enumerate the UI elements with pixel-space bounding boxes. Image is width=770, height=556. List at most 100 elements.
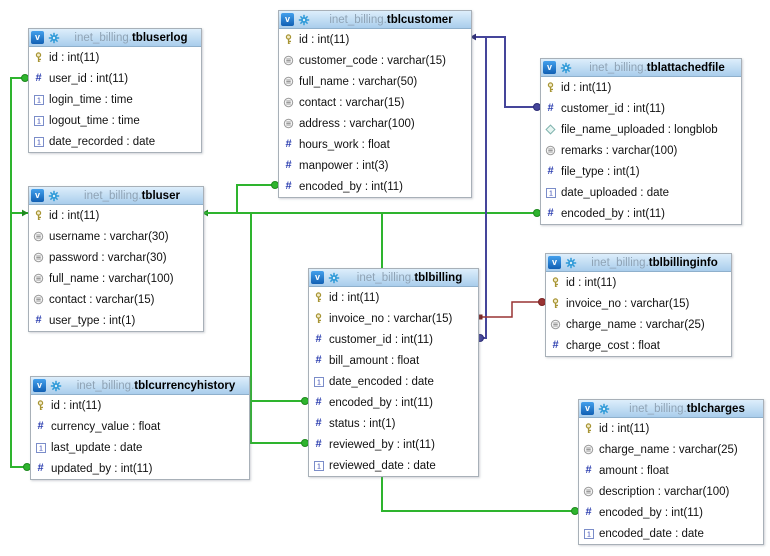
toggle-columns-icon[interactable]: v [548, 256, 561, 269]
table-title: inet_billing.tblbillinginfo [580, 257, 729, 269]
field-tblattachedfile-id[interactable]: id : int(11) [541, 77, 741, 98]
field-tblcustomer-address[interactable]: address : varchar(100) [279, 113, 471, 134]
toggle-columns-icon[interactable]: v [33, 379, 46, 392]
toggle-columns-icon[interactable]: v [281, 13, 294, 26]
field-label: date_encoded : date [329, 375, 434, 388]
table-options-icon[interactable] [49, 379, 62, 392]
schema-name: inet_billing. [76, 379, 135, 392]
table-title: inet_billing.tblcurrencyhistory [65, 380, 247, 392]
toggle-columns-icon[interactable]: v [31, 189, 44, 202]
date-type-icon: 1 [582, 528, 595, 539]
field-tblcurrencyhistory-updated_by[interactable]: #updated_by : int(11) [31, 458, 249, 479]
table-header-tbluser[interactable]: v inet_billing.tbluser [29, 187, 203, 205]
field-label: logout_time : time [49, 114, 140, 127]
field-tblbillinginfo-invoice_no[interactable]: invoice_no : varchar(15) [546, 293, 731, 314]
date-type-icon: 1 [312, 376, 325, 387]
field-tbluserlog-user_id[interactable]: #user_id : int(11) [29, 68, 201, 89]
field-tbluser-password[interactable]: password : varchar(30) [29, 247, 203, 268]
toggle-columns-icon[interactable]: v [311, 271, 324, 284]
field-tbluserlog-id[interactable]: id : int(11) [29, 47, 201, 68]
field-tblbilling-reviewed_by[interactable]: #reviewed_by : int(11) [309, 434, 478, 455]
field-tblbilling-bill_amount[interactable]: #bill_amount : float [309, 350, 478, 371]
field-tblbillinginfo-charge_name[interactable]: charge_name : varchar(25) [546, 314, 731, 335]
table-options-icon[interactable] [327, 271, 340, 284]
field-tblcurrencyhistory-currency_value[interactable]: #currency_value : float [31, 416, 249, 437]
table-header-tblbillinginfo[interactable]: v inet_billing.tblbillinginfo [546, 254, 731, 272]
field-tblcharges-encoded_by[interactable]: #encoded_by : int(11) [579, 502, 763, 523]
numeric-type-icon: # [547, 102, 554, 114]
field-tblbilling-status[interactable]: #status : int(1) [309, 413, 478, 434]
table-header-tblcurrencyhistory[interactable]: v inet_billing.tblcurrencyhistory [31, 377, 249, 395]
table-title: inet_billing.tbluser [63, 190, 201, 202]
field-tblbillinginfo-charge_cost[interactable]: #charge_cost : float [546, 335, 731, 356]
field-tblcustomer-customer_code[interactable]: customer_code : varchar(15) [279, 50, 471, 71]
field-tblbilling-customer_id[interactable]: #customer_id : int(11) [309, 329, 478, 350]
field-label: description : varchar(100) [599, 485, 730, 498]
table-options-icon[interactable] [47, 189, 60, 202]
field-tblcustomer-id[interactable]: id : int(11) [279, 29, 471, 50]
toggle-columns-icon[interactable]: v [31, 31, 44, 44]
table-options-icon[interactable] [564, 256, 577, 269]
field-label: id : int(11) [599, 422, 650, 435]
field-tbluser-user_type[interactable]: #user_type : int(1) [29, 310, 203, 331]
field-tblbilling-invoice_no[interactable]: invoice_no : varchar(15) [309, 308, 478, 329]
table-options-icon[interactable] [47, 31, 60, 44]
field-tblcustomer-hours_work[interactable]: #hours_work : float [279, 134, 471, 155]
field-tblbilling-id[interactable]: id : int(11) [309, 287, 478, 308]
field-tbluser-contact[interactable]: contact : varchar(15) [29, 289, 203, 310]
toggle-columns-icon[interactable]: v [581, 402, 594, 415]
field-tblcharges-charge_name[interactable]: charge_name : varchar(25) [579, 439, 763, 460]
toggle-columns-icon[interactable]: v [543, 61, 556, 74]
table-options-icon[interactable] [297, 13, 310, 26]
field-tblbillinginfo-id[interactable]: id : int(11) [546, 272, 731, 293]
field-tblbilling-encoded_by[interactable]: #encoded_by : int(11) [309, 392, 478, 413]
field-tblattachedfile-file_name_uploaded[interactable]: file_name_uploaded : longblob [541, 119, 741, 140]
field-tblcurrencyhistory-id[interactable]: id : int(11) [31, 395, 249, 416]
field-tblbilling-date_encoded[interactable]: 1 date_encoded : date [309, 371, 478, 392]
blob-type-icon [544, 124, 557, 135]
date-type-icon: 1 [32, 94, 45, 105]
svg-text:1: 1 [317, 463, 321, 470]
field-tblattachedfile-customer_id[interactable]: #customer_id : int(11) [541, 98, 741, 119]
field-label: file_name_uploaded : longblob [561, 123, 718, 136]
field-tblattachedfile-remarks[interactable]: remarks : varchar(100) [541, 140, 741, 161]
field-tblattachedfile-file_type[interactable]: #file_type : int(1) [541, 161, 741, 182]
field-tblcustomer-encoded_by[interactable]: #encoded_by : int(11) [279, 176, 471, 197]
numeric-type-icon: # [35, 72, 42, 84]
field-tblcustomer-manpower[interactable]: #manpower : int(3) [279, 155, 471, 176]
numeric-type-icon: # [35, 314, 42, 326]
field-tbluser-full_name[interactable]: full_name : varchar(100) [29, 268, 203, 289]
field-tblattachedfile-encoded_by[interactable]: #encoded_by : int(11) [541, 203, 741, 224]
field-tblcustomer-contact[interactable]: contact : varchar(15) [279, 92, 471, 113]
field-tblcharges-description[interactable]: description : varchar(100) [579, 481, 763, 502]
field-tblcustomer-full_name[interactable]: full_name : varchar(50) [279, 71, 471, 92]
field-tblcharges-id[interactable]: id : int(11) [579, 418, 763, 439]
field-tbluser-id[interactable]: id : int(11) [29, 205, 203, 226]
field-tbluser-username[interactable]: username : varchar(30) [29, 226, 203, 247]
field-tblcharges-amount[interactable]: #amount : float [579, 460, 763, 481]
table-options-icon[interactable] [597, 402, 610, 415]
primary-key-icon [282, 34, 295, 45]
table-options-icon[interactable] [559, 61, 572, 74]
